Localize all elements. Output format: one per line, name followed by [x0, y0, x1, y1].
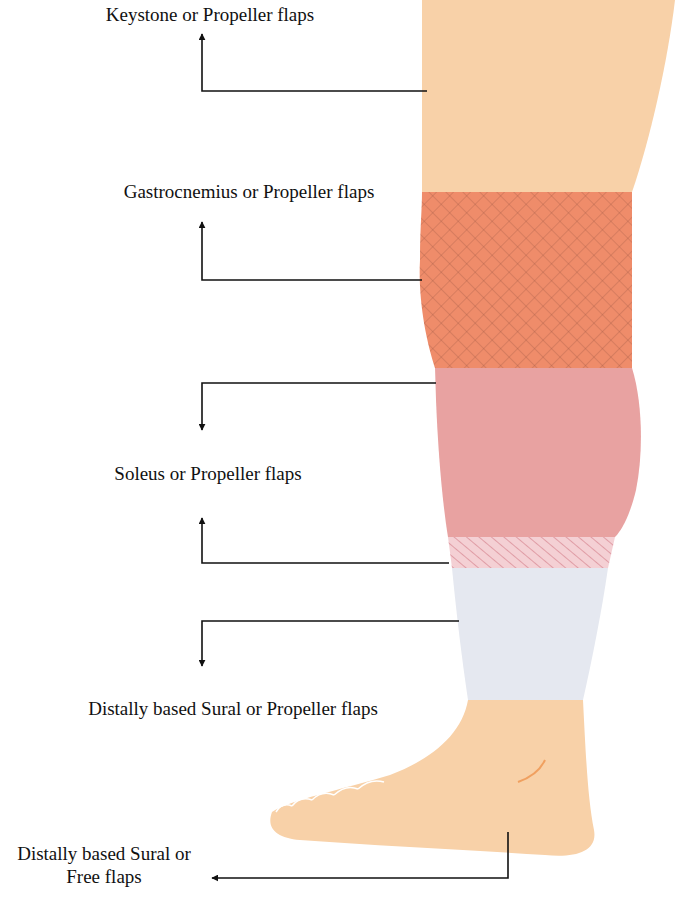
calf-band — [435, 368, 641, 537]
flap-label: Distally based Sural or Propeller flaps — [88, 697, 378, 720]
flap-label: Gastrocnemius or Propeller flaps — [124, 180, 375, 203]
flap-label: Distally based Sural or Free flaps — [4, 842, 204, 888]
foot — [270, 700, 594, 856]
knee-band — [420, 192, 632, 368]
flap-label: Keystone or Propeller flaps — [106, 3, 314, 26]
leader-arrow — [202, 518, 449, 563]
transition-hatching — [448, 537, 615, 568]
leader-arrow — [202, 621, 459, 666]
distal-band — [452, 568, 608, 700]
leader-arrow — [202, 34, 427, 91]
thigh-band — [422, 0, 675, 192]
toe-lines — [276, 781, 384, 812]
leader-arrow — [202, 383, 436, 430]
knee-hatching — [420, 192, 632, 368]
leader-arrow — [202, 222, 422, 280]
leader-arrow — [212, 832, 508, 878]
transition-band — [448, 537, 615, 568]
flap-label: Soleus or Propeller flaps — [114, 462, 301, 485]
ankle-crease — [518, 760, 545, 782]
leader-arrows — [202, 34, 508, 878]
